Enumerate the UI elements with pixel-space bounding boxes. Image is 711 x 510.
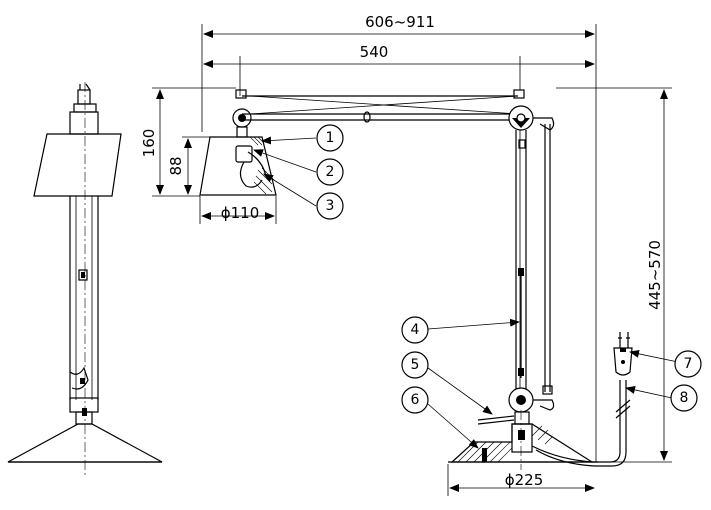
svg-text:2: 2 xyxy=(326,164,335,180)
svg-text:8: 8 xyxy=(680,390,689,406)
callout-8: 8 xyxy=(670,384,698,412)
svg-text:3: 3 xyxy=(326,198,335,214)
dim-shade-diameter: ϕ110 xyxy=(221,204,260,222)
side-view xyxy=(199,89,633,470)
dim-total-height: 445~570 xyxy=(646,240,664,310)
callout-7: 7 xyxy=(674,350,702,378)
svg-text:1: 1 xyxy=(326,130,335,146)
dim-shade-height: 88 xyxy=(167,156,185,175)
callouts: 1 2 3 4 5 6 7 8 xyxy=(253,124,702,449)
svg-text:7: 7 xyxy=(684,356,693,372)
callout-1: 1 xyxy=(316,124,344,152)
svg-text:6: 6 xyxy=(411,392,420,408)
dim-top-width: 606~911 xyxy=(365,13,435,31)
svg-text:4: 4 xyxy=(411,322,420,338)
dim-arm-width: 540 xyxy=(360,43,389,61)
dim-base-diameter: ϕ225 xyxy=(505,471,544,489)
svg-text:5: 5 xyxy=(411,357,420,373)
callout-2: 2 xyxy=(316,158,344,186)
front-view xyxy=(7,82,163,478)
callout-5: 5 xyxy=(401,351,429,379)
dim-shade-total-height: 160 xyxy=(140,129,158,158)
callout-6: 6 xyxy=(401,386,429,414)
callout-3: 3 xyxy=(316,192,344,220)
dimension-lines xyxy=(152,24,672,496)
callout-4: 4 xyxy=(401,316,429,344)
